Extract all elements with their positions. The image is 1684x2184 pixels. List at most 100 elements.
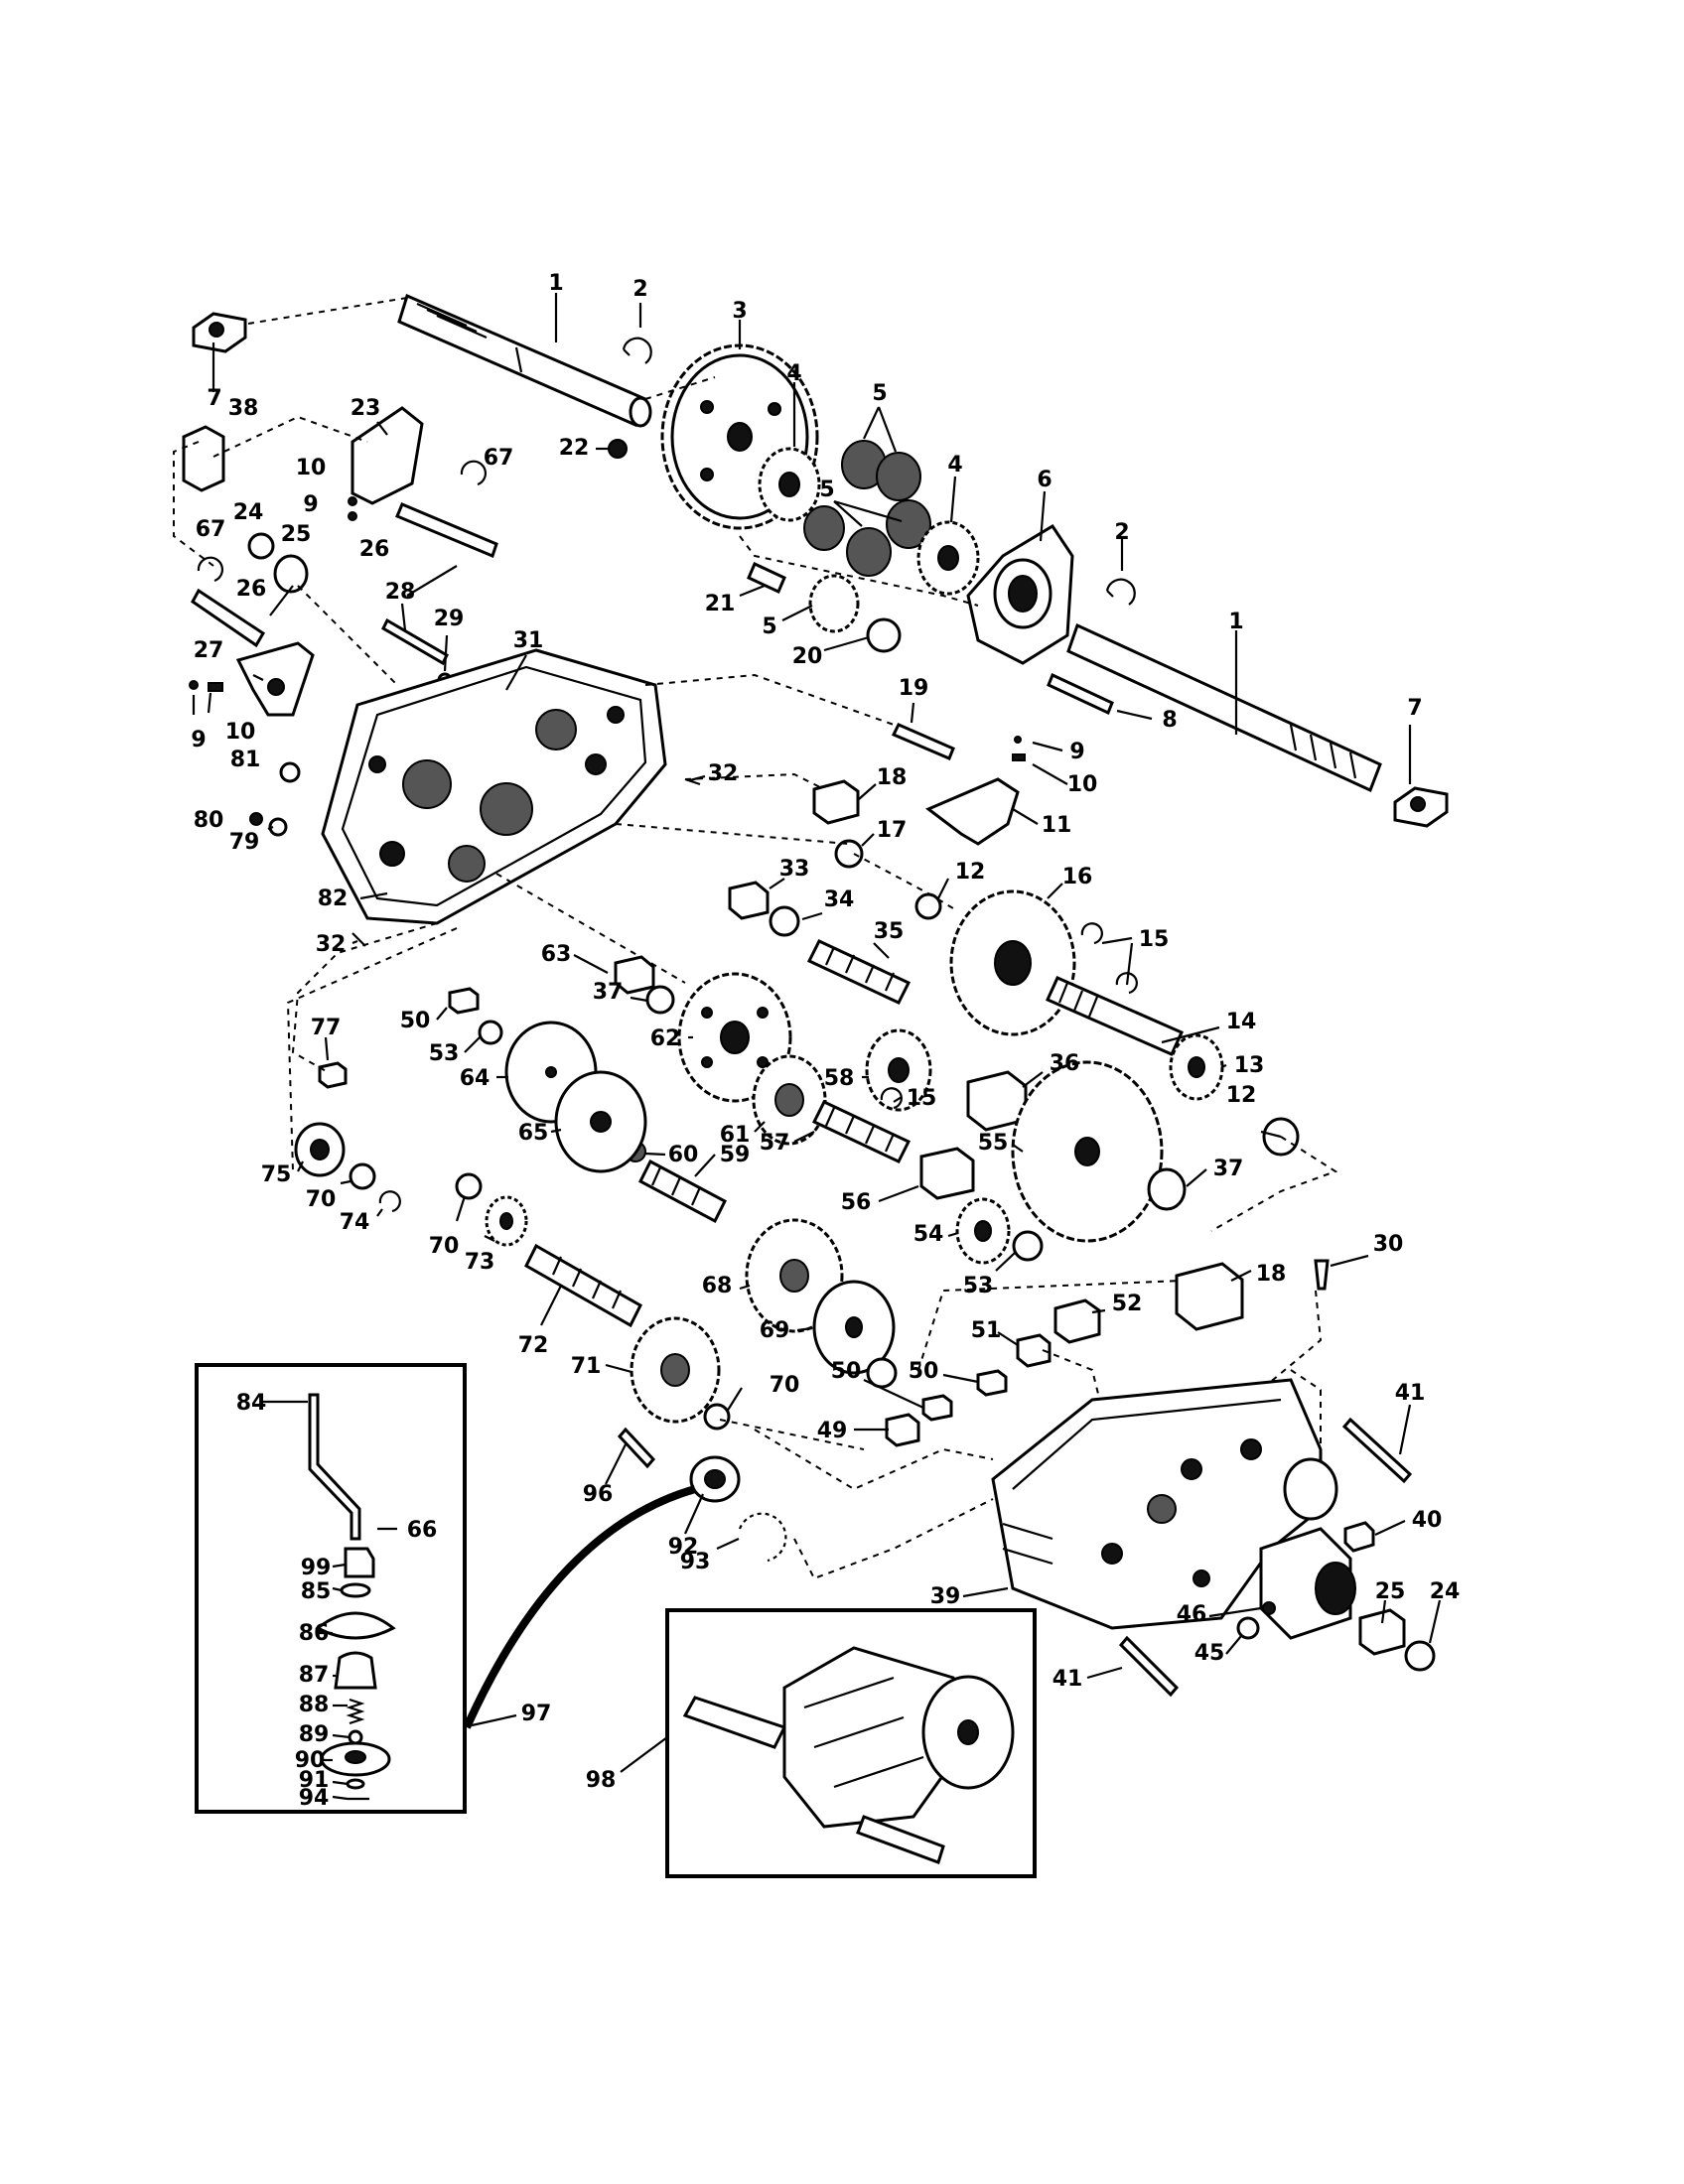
leader-lines (192, 293, 1442, 1801)
callout-9-b: 9 (191, 728, 206, 752)
callout-65: 65 (518, 1121, 549, 1146)
part-90-base-plate (320, 1741, 391, 1777)
callout-77: 77 (311, 1016, 342, 1040)
callout-4-b: 4 (947, 453, 962, 478)
callout-56: 56 (841, 1190, 872, 1215)
part-41-bolt-b (1118, 1635, 1180, 1698)
part-54-gear (955, 1197, 1011, 1265)
callout-94: 94 (299, 1786, 330, 1811)
callout-92: 92 (668, 1535, 699, 1560)
part-15-clip-a (1080, 922, 1138, 995)
callout-46: 46 (1177, 1602, 1207, 1627)
part-53-washer-a (478, 1020, 503, 1045)
part-26-shift-rod-a (395, 502, 498, 559)
part-37-washer-a (645, 985, 675, 1015)
callout-24-b: 24 (1430, 1579, 1461, 1604)
part-33-bushing (728, 881, 770, 920)
part-4-gear-left (758, 447, 821, 522)
mid-gear-train (294, 881, 1330, 1447)
callout-74: 74 (340, 1210, 370, 1235)
callout-93: 93 (680, 1550, 711, 1574)
part-30-fitting (1314, 1259, 1330, 1291)
part-26-shift-rod-b (191, 588, 266, 648)
callout-72: 72 (518, 1333, 549, 1358)
part-50-bushing-b (976, 1369, 1008, 1397)
callout-34: 34 (824, 887, 855, 912)
callout-32-a: 32 (708, 761, 739, 786)
part-10-spring-b (208, 682, 223, 692)
part-85-washer (340, 1582, 371, 1598)
callout-96: 96 (583, 1482, 614, 1507)
callout-50-c: 50 (831, 1359, 862, 1384)
callout-45: 45 (1194, 1641, 1225, 1666)
part-37-washer-b (1147, 1167, 1187, 1211)
callout-54: 54 (913, 1222, 944, 1247)
top-shaft-group (192, 293, 1449, 828)
callout-21: 21 (705, 592, 736, 616)
callout-53-b: 53 (963, 1274, 994, 1298)
part-58-gear (865, 1028, 932, 1112)
part-13-gear (1169, 1033, 1224, 1101)
part-10-spring-c (1012, 753, 1026, 761)
part-74-clip (378, 1190, 401, 1213)
callout-70-a: 70 (306, 1187, 337, 1212)
part-45-washer (1236, 1616, 1260, 1640)
callout-16: 16 (1062, 865, 1093, 889)
callout-19: 19 (899, 676, 929, 701)
part-50-bushing-c (921, 1394, 953, 1422)
callout-35: 35 (874, 919, 905, 944)
callout-55: 55 (978, 1131, 1009, 1156)
part-34-washer (769, 905, 800, 937)
part-25-bushing-a (273, 554, 309, 594)
callout-5-a: 5 (872, 381, 887, 406)
callout-80: 80 (194, 808, 224, 833)
callout-1-b: 1 (1228, 610, 1243, 634)
callout-25-b: 25 (1375, 1579, 1406, 1604)
callout-10-b: 10 (225, 720, 256, 745)
callout-10-a: 10 (296, 456, 327, 480)
part-70-washer-a (349, 1162, 376, 1190)
part-55-large-gear (1011, 1060, 1164, 1243)
part-86-dome (315, 1611, 396, 1640)
callout-7-b: 7 (1407, 696, 1422, 721)
part-7-washer-right (1393, 786, 1449, 828)
part-28-pin (381, 617, 449, 666)
part-67-clip-a (460, 460, 488, 486)
part-9-ball-a (348, 511, 357, 521)
part-52-bushing (1053, 1298, 1101, 1344)
part-11-shift-bracket (925, 777, 1020, 846)
part-57-shaft (811, 1100, 912, 1163)
part-91-washer (346, 1778, 365, 1790)
callout-labels: 1 2 3 4 5 5 4 6 2 1 7 38 23 22 67 10 9 6… (191, 271, 1460, 1811)
part-9-ball-c (1014, 736, 1022, 744)
part-2-clip-right (1105, 578, 1136, 606)
part-46-ball (1262, 1601, 1276, 1615)
callout-37-a: 37 (593, 980, 624, 1005)
callout-50-b: 50 (909, 1359, 939, 1384)
callout-87: 87 (299, 1663, 330, 1688)
callout-29: 29 (434, 607, 465, 631)
callout-97: 97 (521, 1702, 552, 1726)
callout-49: 49 (817, 1419, 848, 1443)
callout-32-b: 32 (316, 932, 347, 957)
callout-52: 52 (1112, 1292, 1143, 1316)
callout-9-c: 9 (1069, 740, 1084, 764)
callout-10-c: 10 (1067, 772, 1098, 797)
part-80-screw (249, 812, 263, 826)
part-49-bushing (885, 1413, 920, 1447)
part-2-clip-left (622, 337, 652, 364)
callout-75: 75 (261, 1162, 292, 1187)
callout-30: 30 (1373, 1232, 1404, 1257)
callout-24-a: 24 (233, 500, 264, 525)
part-67-clip-b (197, 556, 224, 583)
part-68-gear (745, 1218, 844, 1333)
callout-51: 51 (971, 1318, 1002, 1343)
callout-28: 28 (385, 580, 416, 605)
part-12-washer-a (914, 892, 942, 920)
callout-91: 91 (299, 1768, 330, 1793)
part-53-washer-c (866, 1357, 898, 1389)
part-65-disc (554, 1070, 647, 1173)
part-96-bolt (617, 1427, 656, 1469)
callout-66: 66 (407, 1518, 438, 1543)
part-24-ring-b (1404, 1640, 1436, 1672)
